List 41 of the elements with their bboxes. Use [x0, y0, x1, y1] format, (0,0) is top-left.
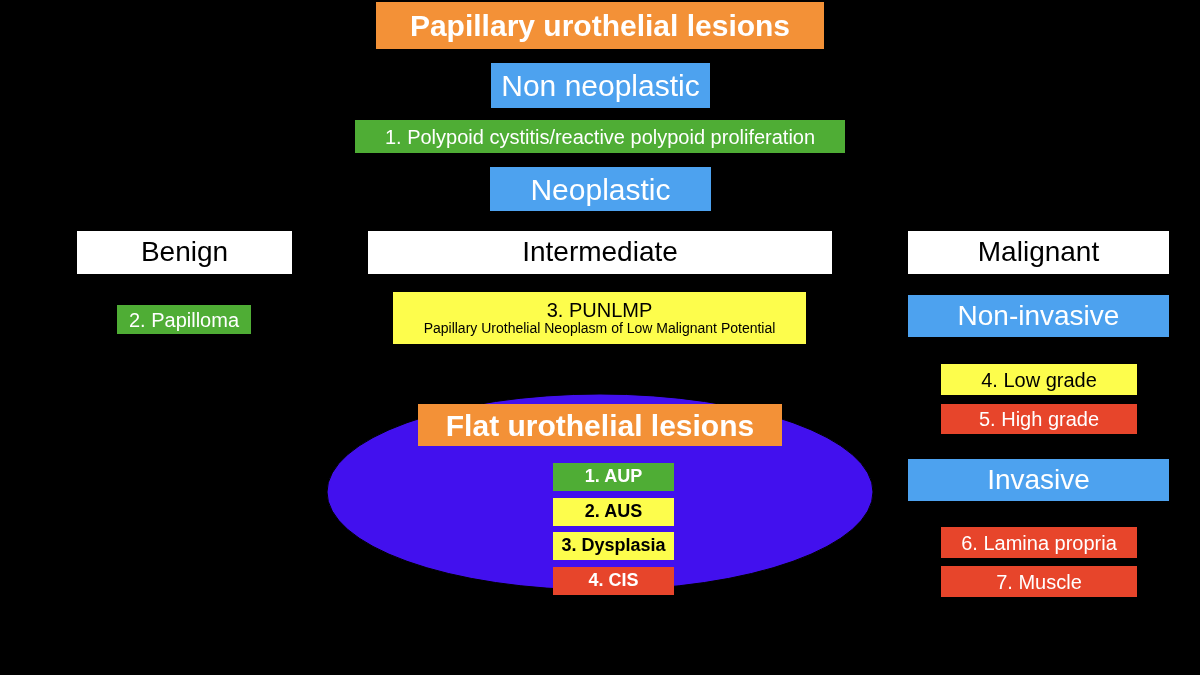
lesion-label: Invasive — [987, 464, 1090, 496]
lesion-box — [941, 527, 1137, 558]
subtitle-text: Papillary Urothelial Neoplasm of Low Malignant Potential — [423, 321, 776, 337]
lesion-box — [941, 364, 1137, 395]
lesion-label: 1. AUP — [584, 467, 643, 487]
column-header — [77, 231, 292, 274]
lesion-label: 1. Polypoid cystitis/reactive polypoid proliferation — [384, 125, 816, 148]
title-box — [376, 2, 824, 49]
lesion-box — [355, 120, 845, 153]
lesion-label: Intermediate — [522, 237, 678, 268]
lesion-box — [393, 292, 806, 344]
lesion-label: Neoplastic — [530, 172, 671, 206]
lesion-label: 3. PUNLMP — [546, 299, 653, 322]
lesion-box — [941, 404, 1137, 434]
lesion-label: 2. Papilloma — [128, 308, 240, 331]
lesion-label: 4. Low grade — [981, 368, 1097, 391]
column-header — [908, 231, 1169, 274]
lesion-label: 2. AUS — [584, 502, 643, 522]
lesion-box — [553, 532, 674, 560]
category-box — [908, 295, 1169, 337]
column-header — [368, 231, 832, 274]
lesion-label: 3. Dysplasia — [561, 536, 666, 556]
category-box — [491, 63, 710, 108]
lesion-label: Flat urothelial lesions — [445, 408, 755, 442]
lesion-label: 5. High grade — [978, 408, 1100, 430]
lesion-box — [117, 305, 251, 334]
lesion-box — [941, 566, 1137, 597]
category-box — [490, 167, 711, 211]
lesion-box — [553, 463, 674, 491]
heading-box — [418, 404, 782, 446]
lesion-label: Malignant — [977, 237, 1100, 268]
lesion-label: 7. Muscle — [996, 570, 1082, 593]
lesion-label: Papillary urothelial lesions — [409, 9, 791, 42]
lesion-label: 6. Lamina propria — [961, 531, 1117, 554]
lesion-label: Benign — [140, 237, 229, 268]
lesion-label: Non neoplastic — [501, 69, 700, 102]
lesion-label: Non-invasive — [957, 300, 1120, 332]
lesion-box — [553, 498, 674, 526]
lesion-box — [553, 567, 674, 595]
category-box — [908, 459, 1169, 501]
lesion-label: 4. CIS — [588, 571, 639, 591]
